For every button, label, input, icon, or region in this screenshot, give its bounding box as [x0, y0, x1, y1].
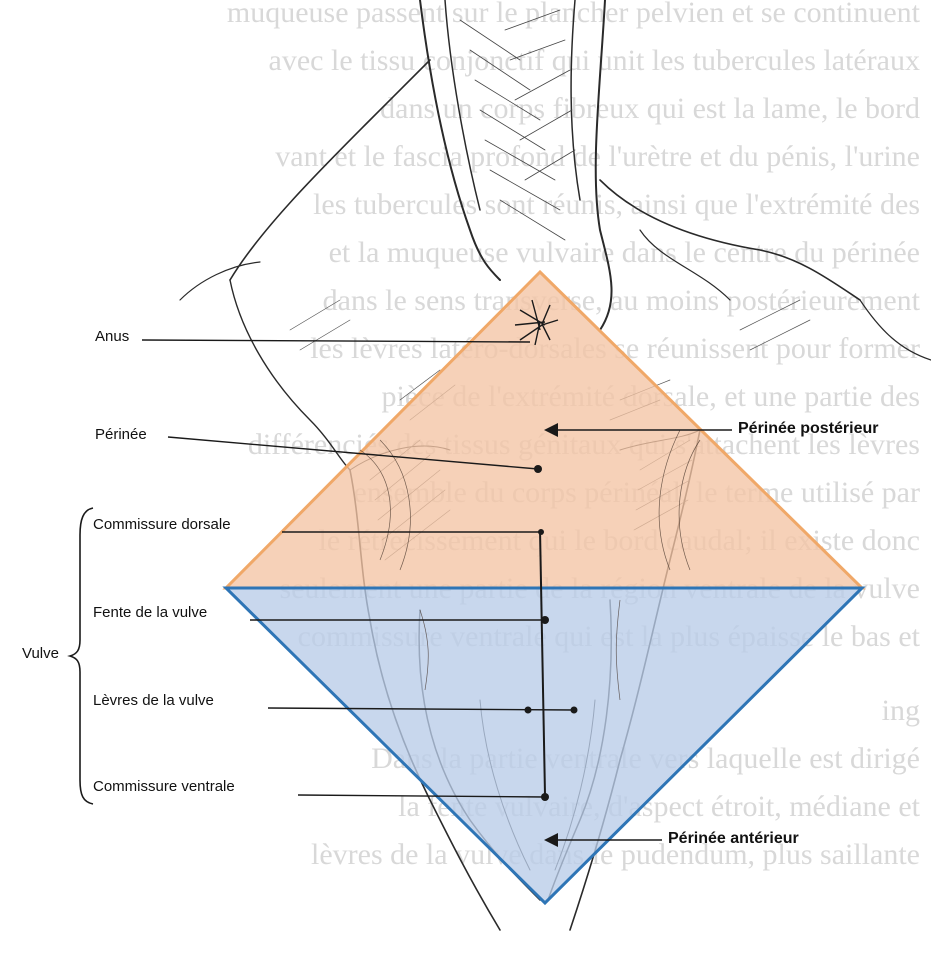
label-perinee-posterieur: Périnée postérieur: [738, 420, 879, 438]
background-text-line: vant et le fascia profond de l'urètre et…: [275, 140, 920, 173]
point-fente: [541, 616, 549, 624]
point-levres-outer: [571, 707, 578, 714]
background-text-line: dans le sens transverse, au moins postér…: [323, 284, 921, 317]
point-levres-inner: [525, 707, 532, 714]
label-commissure-ventrale: Commissure ventrale: [93, 778, 235, 795]
label-anus: Anus: [95, 328, 129, 345]
background-text-line: avec le tissu conjonctif qui unit les tu…: [269, 44, 920, 77]
point-commissure-dorsale: [538, 529, 544, 535]
vulve-brace: [70, 508, 93, 804]
label-vulve: Vulve: [22, 645, 59, 662]
background-text-line: et la muqueuse vulvaire dans le centre d…: [329, 236, 920, 269]
label-perinee: Périnée: [95, 426, 147, 443]
point-commissure-ventrale: [541, 793, 549, 801]
label-perinee-anterieur: Périnée antérieur: [668, 830, 799, 848]
background-text-line: les tubercules sont réunis, ainsi que l'…: [313, 188, 920, 221]
label-levres: Lèvres de la vulve: [93, 692, 214, 709]
label-fente: Fente de la vulve: [93, 604, 207, 621]
point-perinee: [534, 465, 542, 473]
label-commissure-dorsale: Commissure dorsale: [93, 516, 231, 533]
background-text-line: lèvres de la vulve dans le pudendum, plu…: [311, 838, 920, 871]
background-text-line: ing: [882, 694, 920, 727]
